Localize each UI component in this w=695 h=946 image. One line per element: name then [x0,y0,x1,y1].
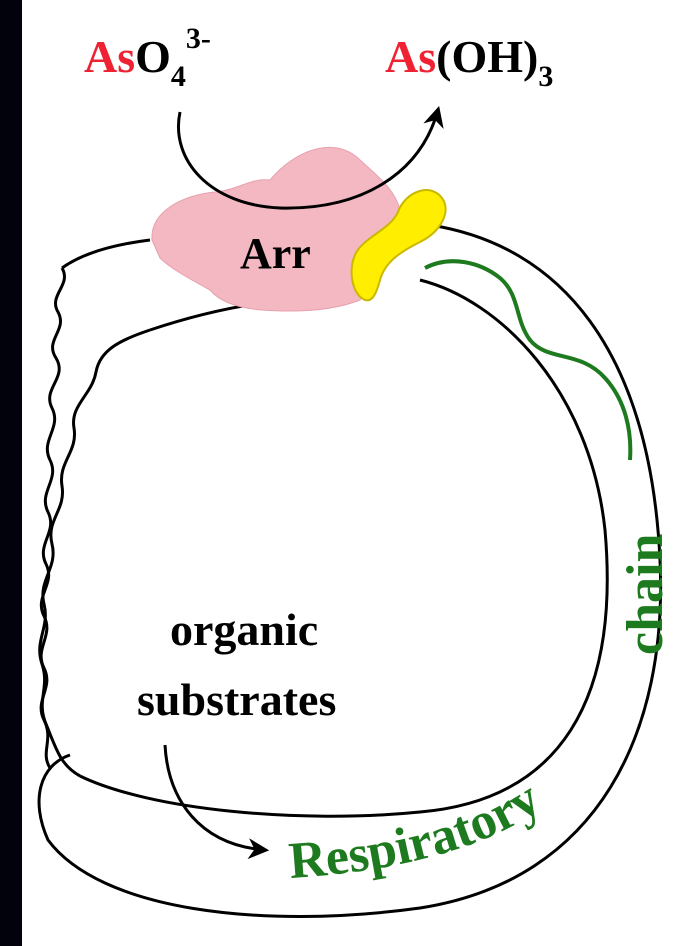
respiratory-label-text: Respiratory [287,770,550,890]
substrate-element: As [84,31,135,82]
enzyme-label: Arr [240,229,311,278]
respiratory-chain-line [425,261,630,460]
substrate-superscript: 3- [186,22,211,55]
respiratory-label: Respiratory [287,770,550,890]
substrate-subscript: 4 [171,60,186,93]
substrates-line1: organic [170,604,318,655]
product-label: As(OH)3 [385,31,553,93]
chain-label: chain [617,534,674,655]
substrates-line2: substrates [137,674,336,725]
inner-wavy-edge [40,330,150,776]
substrates-arrow [165,745,265,850]
product-element: As [385,31,436,82]
product-subscript: 3 [538,60,553,93]
outer-membrane-line [39,225,661,917]
substrate-rest: O [135,31,171,82]
inner-membrane-line [80,280,607,816]
product-rest: (OH) [436,31,538,82]
substrate-label: AsO43- [84,22,211,93]
